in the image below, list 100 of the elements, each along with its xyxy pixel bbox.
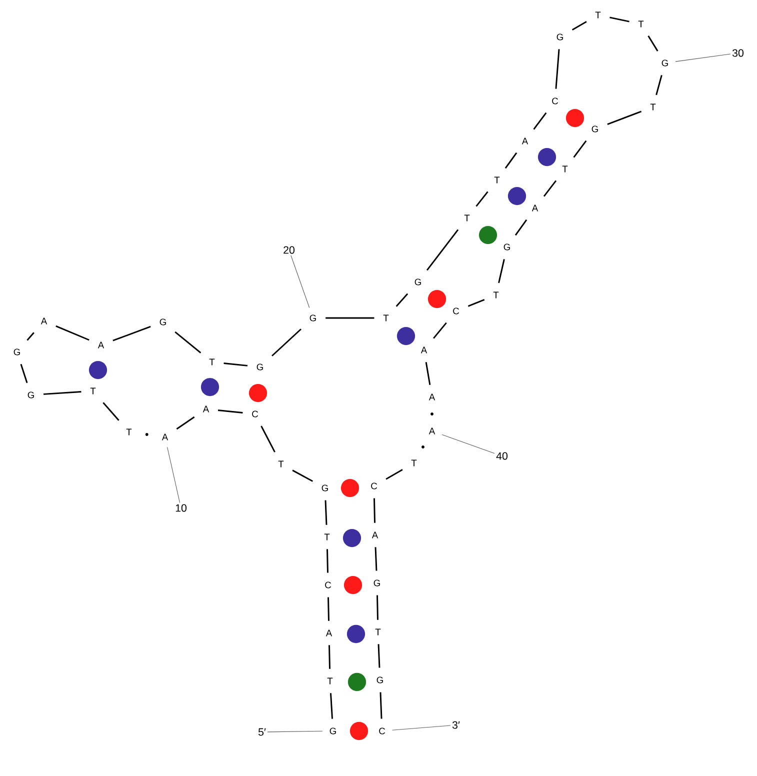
backbone-line <box>260 426 276 452</box>
leader-line <box>167 446 180 503</box>
backbone-line <box>386 469 403 480</box>
nucleotide-letter: G <box>556 34 563 40</box>
backbone-line <box>326 549 328 573</box>
backbone-dot <box>422 446 424 448</box>
backbone-line <box>533 112 547 130</box>
nucleotide-letter: C <box>552 98 558 104</box>
nucleotide-letter: T <box>595 12 601 18</box>
nucleotide-letter: C <box>371 482 377 490</box>
backbone-line <box>328 597 330 621</box>
leader-line <box>290 255 310 308</box>
nucleotide-letter: G <box>256 364 263 370</box>
backbone-line <box>573 140 587 158</box>
backbone-line <box>380 692 382 719</box>
nucleotide-letter: C <box>379 728 385 734</box>
backbone-line <box>504 152 518 169</box>
nucleotide-letter: T <box>375 628 381 636</box>
backbone-line <box>174 331 202 354</box>
nucleotide-letter: A <box>428 428 436 434</box>
nucleotide-letter: C <box>453 308 459 314</box>
position-number: 3′ <box>452 721 460 729</box>
backbone-line <box>292 470 314 482</box>
nucleotide-letter: G <box>330 728 336 734</box>
backbone-line <box>56 325 90 341</box>
backbone-line <box>326 317 374 319</box>
backbone-line <box>20 364 28 384</box>
backbone-line <box>224 362 248 366</box>
nucleotide-letter: C <box>252 410 258 418</box>
leader-line <box>442 434 495 454</box>
nucleotide-letter: T <box>209 358 215 366</box>
backbone-line <box>102 402 120 421</box>
backbone-line <box>498 259 505 284</box>
position-number: 5′ <box>258 728 266 736</box>
nucleotide-letter: G <box>310 314 316 322</box>
backbone-line <box>476 191 488 207</box>
nucleotide-letter: T <box>90 388 96 394</box>
nucleotide-letter: A <box>428 394 436 400</box>
nucleotide-letter: A <box>532 204 538 212</box>
backbone-line <box>543 180 557 197</box>
leader-line <box>267 730 323 732</box>
nucleotide-letter: T <box>493 292 499 298</box>
nucleotide-letter: T <box>650 104 656 110</box>
nucleotide-letter: T <box>562 166 568 172</box>
position-number: 10 <box>176 504 187 512</box>
nucleotide-letter: G <box>414 278 421 286</box>
backbone-dot <box>145 433 148 436</box>
backbone-line <box>607 110 642 125</box>
backbone-line <box>44 391 82 395</box>
nucleotide-letter: A <box>162 434 168 440</box>
nucleotide-letter: G <box>322 484 328 492</box>
backbone-line <box>324 500 328 525</box>
backbone-line <box>374 498 376 523</box>
backbone-line <box>26 332 34 341</box>
backbone-line <box>648 35 658 52</box>
backbone-line <box>328 645 330 669</box>
nucleotide-letter: G <box>14 348 20 356</box>
nucleotide-letter: A <box>522 138 528 144</box>
nucleotide-letter: T <box>494 176 500 184</box>
backbone-line <box>433 322 447 339</box>
backbone-line <box>396 293 408 307</box>
position-number: 30 <box>732 49 744 57</box>
nucleotide-letter: T <box>383 314 389 322</box>
nucleotide-letter: G <box>28 392 34 398</box>
nucleotide-letter: A <box>202 406 210 412</box>
nucleotide-letter: A <box>98 342 104 348</box>
backbone-line <box>425 362 431 386</box>
nucleotide-letter: A <box>420 346 428 354</box>
nucleotide-letter: T <box>324 534 330 540</box>
backbone-line <box>555 49 560 89</box>
backbone-line <box>374 547 378 571</box>
backbone-line <box>468 298 485 307</box>
backbone-line <box>572 21 587 31</box>
backbone-line <box>376 595 378 620</box>
backbone-line <box>272 328 302 356</box>
backbone-line <box>514 219 528 236</box>
nucleotide-letter: G <box>160 318 166 326</box>
nucleotide-letter: T <box>126 428 132 436</box>
nucleotide-letter: G <box>504 244 510 250</box>
leader-line <box>675 54 731 62</box>
backbone-line <box>610 16 630 22</box>
backbone-line <box>112 326 151 342</box>
nucleotide-letter: G <box>592 126 598 132</box>
nucleotide-letter: G <box>376 676 383 684</box>
backbone-line <box>378 644 380 668</box>
nucleotide-letter: A <box>326 630 332 636</box>
nucleotide-letter: T <box>464 214 470 222</box>
nucleotide-letter: T <box>278 460 284 468</box>
nucleotide-letter: T <box>638 20 644 28</box>
position-number: 20 <box>284 246 295 254</box>
nucleotide-letter: C <box>325 582 331 588</box>
nucleotide-letter: T <box>327 678 333 684</box>
nucleotide-letter: G <box>374 580 380 586</box>
backbone-line <box>330 693 333 719</box>
backbone-dot <box>430 412 434 416</box>
nucleotide-letter: T <box>411 460 417 466</box>
leader-line <box>392 725 451 730</box>
nucleotide-letter: A <box>372 532 378 538</box>
nucleotide-letter: G <box>662 60 668 66</box>
backbone-line <box>656 74 662 96</box>
